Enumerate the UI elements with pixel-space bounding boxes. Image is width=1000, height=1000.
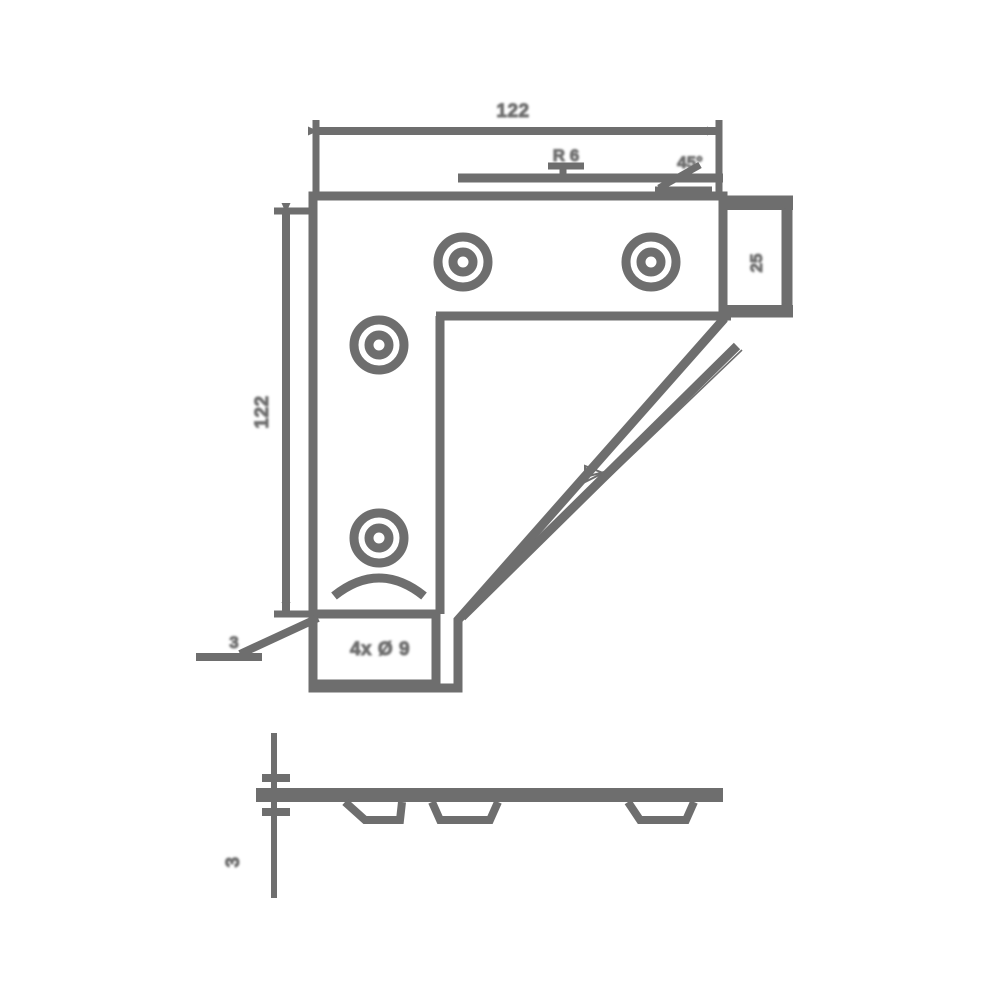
note-corner-angle-label: 45° xyxy=(677,153,703,172)
side-thickness-label: 3 xyxy=(223,856,244,867)
chamfer-guide-line xyxy=(465,349,743,615)
tab-fillet-curve xyxy=(331,573,427,600)
hole-top-right xyxy=(621,232,681,292)
side-view xyxy=(256,733,723,898)
dim-overall-height-label: 122 xyxy=(252,395,273,428)
side-view-tab-1 xyxy=(342,799,406,824)
marker-chamfer xyxy=(465,349,743,615)
chamfer-arrow-icon xyxy=(584,464,606,484)
gusset-diagonal-face xyxy=(458,342,741,621)
note-hole-count-label: 4x Ø 9 xyxy=(350,639,410,660)
hole-group xyxy=(349,232,681,568)
note-thickness-leader xyxy=(238,614,320,658)
dim-overall-width xyxy=(308,120,723,196)
note-thickness xyxy=(196,614,320,661)
note-edge-radius xyxy=(548,162,584,178)
note-corner-angle xyxy=(655,161,712,194)
side-view-tab-2 xyxy=(428,800,502,824)
dim-flange-width-label: 25 xyxy=(747,254,766,273)
note-corner-leader xyxy=(657,161,702,192)
dim-overall-width-label: 122 xyxy=(496,101,529,122)
dim-overall-height xyxy=(274,203,313,618)
note-thickness-label: 3 xyxy=(229,633,238,652)
hole-top-left xyxy=(433,232,493,292)
side-view-tab-3 xyxy=(624,799,698,824)
dim-flange-width xyxy=(727,201,793,311)
hole-bottom-left xyxy=(349,508,409,568)
hole-mid-left xyxy=(349,315,409,375)
note-edge-radius-label: R 6 xyxy=(553,146,579,165)
chamfer-tick xyxy=(584,470,609,478)
